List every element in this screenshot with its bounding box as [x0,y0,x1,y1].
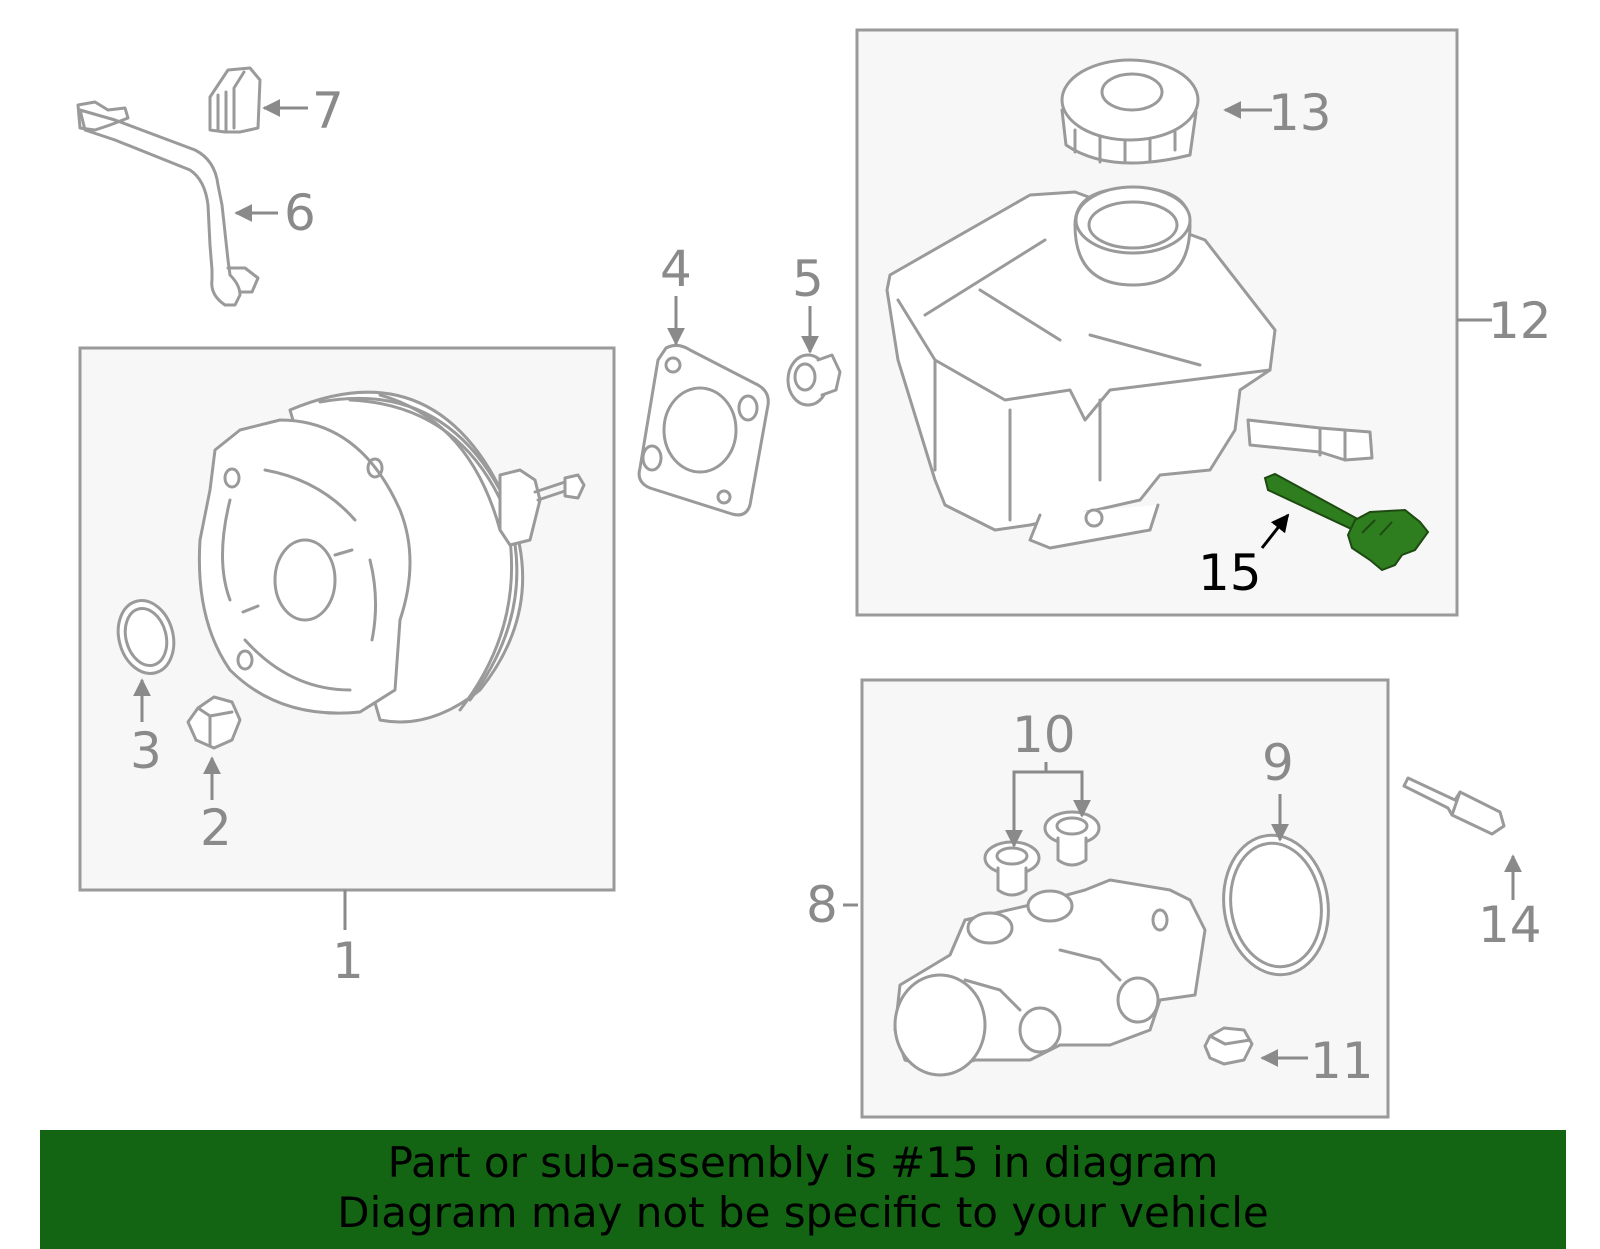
callout-4: 4 [660,240,692,298]
part-13-reservoir-cap[interactable] [1060,58,1200,165]
part-9-o-ring[interactable] [1215,828,1337,981]
banner-line-1: Part or sub-assembly is #15 in diagram [387,1138,1219,1187]
part-6-vacuum-hose[interactable] [76,100,260,307]
callout-1: 1 [332,932,364,990]
info-banner: Part or sub-assembly is #15 in diagram D… [40,1130,1566,1249]
callout-10: 10 [1012,706,1076,764]
callout-7: 7 [312,82,344,140]
callout-11: 11 [1310,1032,1374,1090]
part-7-clip[interactable] [208,66,262,134]
part-5-flange-nut[interactable] [786,353,842,407]
part-14-pin[interactable] [1402,776,1506,836]
part-11-nut[interactable] [1203,1026,1254,1066]
part-2-nut[interactable] [186,695,242,750]
callout-8: 8 [806,876,838,934]
part-15-level-sensor[interactable] [1263,472,1430,572]
callout-6: 6 [284,184,316,242]
part-4-gasket[interactable] [637,343,770,517]
callout-5: 5 [792,250,824,308]
callout-15: 15 [1198,544,1262,602]
callout-2: 2 [200,799,232,857]
callout-13: 13 [1268,84,1332,142]
part-1-brake-booster[interactable] [197,390,586,724]
banner-line-2: Diagram may not be specific to your vehi… [337,1188,1269,1237]
callout-14: 14 [1478,896,1542,954]
callout-9: 9 [1262,734,1294,792]
part-12-reservoir[interactable] [885,185,1374,550]
part-3-seal[interactable] [110,594,181,679]
part-8-master-cylinder[interactable] [893,878,1207,1077]
callout-12: 12 [1488,292,1552,350]
part-10-grommets[interactable] [983,810,1101,897]
callout-3: 3 [130,722,162,780]
